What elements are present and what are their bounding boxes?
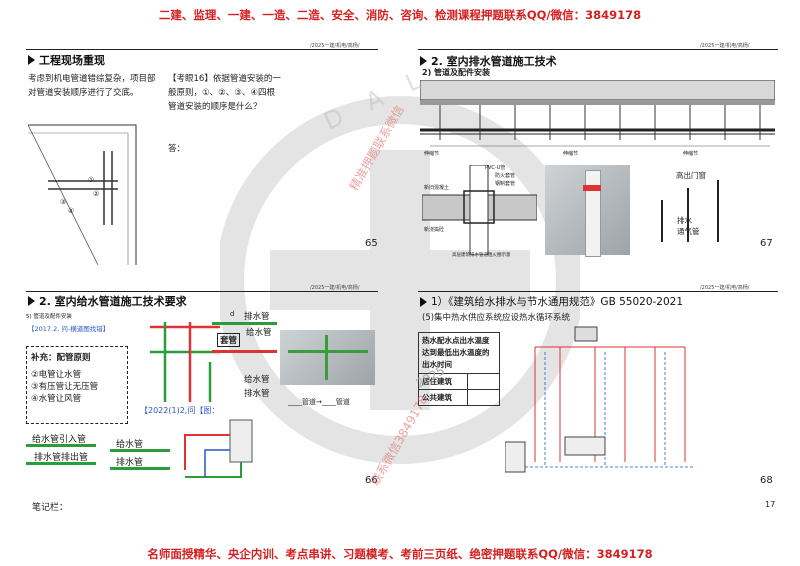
- title-bullet-icon: [420, 296, 427, 307]
- label-expansion-joint-3: 伸缩节: [683, 151, 699, 157]
- logo-watermark: [220, 96, 580, 464]
- slide68-title-text: 1）《建筑给水排水与节水通用规范》GB 55020-2021: [431, 296, 684, 308]
- slide66-subtitle: 5) 管道及配件安装: [26, 314, 72, 320]
- fire-collar-figure: [422, 165, 537, 255]
- slide65-body: 考虑到机电管道错综复杂，项目部对管道安装顺序进行了交底。: [28, 74, 156, 98]
- label-drain-outlet: 排水管排出管: [34, 453, 89, 463]
- slide66-tag2: 【2022(1)2,问【图：: [140, 406, 220, 415]
- ceiling-pipe-photo: [280, 330, 375, 385]
- slide68-rule: [418, 291, 778, 292]
- page-number: 17: [765, 500, 776, 509]
- label-fire-collar-caption: 高层建筑排水管道阻火圈示意: [452, 253, 511, 258]
- slide67-title-text: 2. 室内排水管道施工技术: [431, 55, 557, 68]
- label-expansion-joint-1: 伸缩节: [424, 151, 440, 157]
- slide65-rule: [26, 49, 378, 50]
- callout-4: ④: [68, 207, 75, 215]
- slide67-rule: [418, 49, 778, 50]
- callout-1: ①: [88, 176, 95, 184]
- title-bullet-icon: [28, 55, 35, 65]
- slide65-header: /2025一建/机电/高杨/: [310, 43, 360, 49]
- callout-3: ③: [60, 198, 67, 206]
- table-public-blank: [467, 389, 500, 406]
- vent-pipe-figure: [661, 180, 719, 242]
- water-heater-figure: [184, 419, 253, 478]
- slide65-title-text: 工程现场重现: [39, 54, 105, 67]
- supplement-item-2: ③有压管让无压管: [31, 382, 99, 392]
- label-drain-pipe-1: 排水管: [244, 312, 270, 322]
- hot-water-circulation-figure: [505, 326, 695, 473]
- label-drain-pipe-2: 排水管: [244, 389, 270, 399]
- slide67-subtitle: 2) 管道及配件安装: [422, 68, 491, 77]
- hot-water-table: 热水配水点出水温度达到最低出水温度的出水时间 居住建筑 公共建筑: [418, 332, 500, 406]
- green-pipe-1: [212, 322, 277, 325]
- slide66-header: /2025一建/机电/高杨/: [310, 285, 360, 291]
- label-supply-pipe-2: 给水管: [244, 375, 270, 385]
- crossing-pipes-figure: [150, 322, 220, 402]
- table-residential-blank: [467, 373, 500, 390]
- label-vent-pipe: 通气管: [677, 227, 700, 236]
- pipe-corner-figure: [28, 124, 137, 265]
- slide66-title-text: 2. 室内给水管道施工技术要求: [39, 295, 187, 308]
- red-band-shape: [583, 185, 601, 191]
- slide66-page: 66: [365, 475, 378, 486]
- slide68-title: 1）《建筑给水排水与节水通用规范》GB 55020-2021: [420, 294, 683, 309]
- label-drain: 排水: [677, 216, 692, 225]
- label-sleeve: 套管: [217, 333, 241, 347]
- label-above-window: 高出门窗: [676, 171, 706, 180]
- drain-pipe-figure: [420, 80, 775, 147]
- pair-drain-bar: [110, 467, 170, 470]
- slide65-answer-label: 答：: [168, 144, 186, 154]
- pipe-shape: [585, 170, 601, 257]
- label-supply-inlet: 给水管引入管: [32, 435, 87, 445]
- label-pair-supply: 给水管: [116, 440, 144, 450]
- slide65-title: 工程现场重现: [28, 52, 105, 68]
- label-pair-drain: 排水管: [116, 458, 144, 468]
- slide68-header: /2025一建/机电/高杨/: [700, 285, 750, 291]
- d-mark: d: [230, 310, 235, 318]
- label-pvc-u: PVC-U管: [485, 165, 506, 171]
- green-riser-shape: [325, 335, 328, 380]
- slide66-title: 2. 室内给水管道施工技术要求: [28, 293, 187, 309]
- outlet-pipe-bar: [26, 462, 96, 465]
- supplement-item-1: ②电管让水管: [31, 370, 82, 380]
- supplement-box: 补充：配管原则 ②电管让水管 ③有压管让无压管 ④水管让风管: [26, 346, 128, 424]
- slide66-rule: [26, 291, 378, 292]
- slide68-subtitle: (5)集中热水供应系统应设热水循环系统: [422, 313, 571, 323]
- bottom-banner: 名师面授精华、央企内训、考点串讲、习题模考、考前三页纸、绝密押题联系QQ/微信：…: [147, 547, 653, 561]
- slide66-tag1: 【2017.2, 问-横道图找错】: [28, 325, 110, 333]
- title-bullet-icon: [28, 296, 35, 306]
- inlet-pipe-bar: [26, 444, 96, 447]
- pair-supply-bar: [110, 449, 170, 452]
- label-old-concrete: 新旧混凝土: [424, 185, 450, 191]
- slide65-page: 65: [365, 238, 378, 249]
- blank-sequence: ____管道→____管道: [288, 398, 350, 406]
- label-fire-sleeve: 防火套管: [495, 173, 516, 179]
- drain-pipe-photo: [545, 165, 630, 257]
- top-banner: 二建、监理、一建、一造、二造、安全、消防、咨询、检测课程押题联系QQ/微信：38…: [158, 8, 642, 22]
- label-steel-sleeve: 钢制套管: [495, 181, 516, 187]
- slide65-question: 【考眼16】依据管道安装的一般原则，①、②、③、④四根管道安装的顺序是什么？: [168, 74, 281, 112]
- label-new-concrete: 新浇捣砼: [424, 227, 445, 233]
- slide68-page: 68: [760, 475, 773, 486]
- slide67-header: /2025一建/机电/高杨/: [700, 43, 750, 49]
- supplement-title: 补充：配管原则: [31, 353, 91, 363]
- callout-2: ②: [93, 190, 100, 198]
- slide67-page: 67: [760, 238, 773, 249]
- slide67-title: 2. 室内排水管道施工技术: [420, 53, 557, 69]
- label-expansion-joint-2: 伸缩节: [563, 151, 579, 157]
- title-bullet-icon: [420, 56, 427, 66]
- supplement-item-3: ④水管让风管: [31, 394, 82, 404]
- notes-label: 笔记栏：: [32, 503, 69, 513]
- label-supply-pipe-1: 给水管: [246, 328, 272, 338]
- green-pipe-shape: [288, 350, 368, 353]
- red-pipe: [212, 350, 277, 353]
